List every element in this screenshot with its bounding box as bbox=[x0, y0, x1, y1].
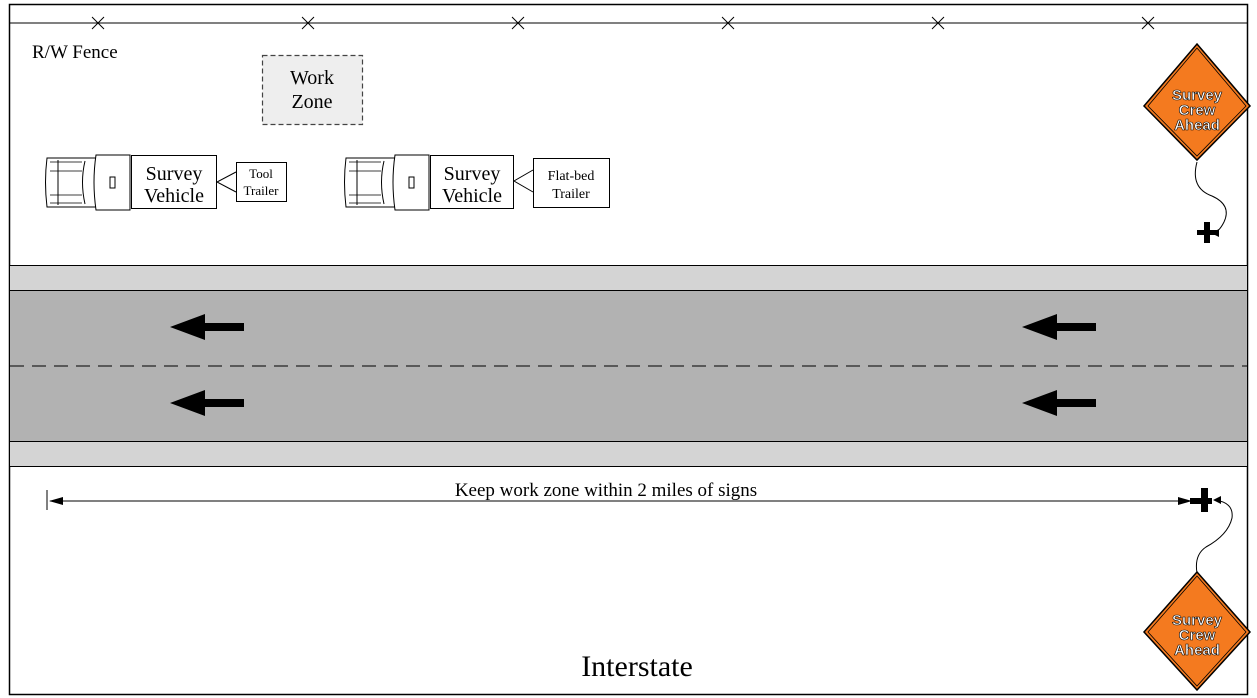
row-fence bbox=[10, 16, 1247, 30]
sign-line3: Ahead bbox=[1174, 642, 1220, 659]
shoulder-top bbox=[10, 265, 1247, 290]
road-name: Interstate bbox=[581, 650, 693, 683]
shoulder-bottom bbox=[10, 442, 1247, 466]
trailer-label-line1: Flat-bed bbox=[548, 169, 595, 184]
fence-post-x bbox=[91, 16, 1155, 30]
survey-crew-ahead-sign-top: Survey Crew Ahead bbox=[1142, 42, 1252, 243]
trailer-hitch bbox=[513, 169, 534, 193]
vehicle-label-line2: Vehicle bbox=[144, 185, 204, 207]
distance-note: Keep work zone within 2 miles of signs bbox=[455, 480, 757, 501]
sign-line1: Survey bbox=[1172, 612, 1223, 629]
distance-dimension bbox=[46, 488, 1212, 512]
vehicle-label-line1: Survey bbox=[146, 163, 203, 185]
trailer-label-line1: Tool bbox=[249, 166, 273, 181]
dimension-arrow-left-icon bbox=[49, 497, 63, 505]
sign-line2: Crew bbox=[1179, 627, 1216, 644]
survey-vehicle-1: Survey Vehicle Tool Trailer bbox=[45, 154, 287, 211]
vehicle-label-line2: Vehicle bbox=[442, 185, 502, 207]
sign-post-marker-icon bbox=[1190, 488, 1212, 512]
left-arrow-icon bbox=[170, 390, 244, 416]
left-arrow-icon bbox=[1022, 314, 1096, 340]
diamond-sign-icon bbox=[1142, 42, 1252, 162]
vehicle-label-line1: Survey bbox=[444, 163, 501, 185]
roadway bbox=[10, 265, 1247, 467]
sign-line2: Crew bbox=[1179, 102, 1216, 119]
survey-vehicle-2: Survey Vehicle Flat-bed Trailer bbox=[344, 154, 610, 211]
sign-line1: Survey bbox=[1172, 87, 1223, 104]
vehicle-body bbox=[131, 155, 217, 209]
traffic-arrows bbox=[170, 314, 1096, 416]
trailer-label-line2: Trailer bbox=[244, 183, 280, 198]
sign-post-marker-icon bbox=[1197, 222, 1217, 243]
survey-crew-ahead-sign-bottom: Survey Crew Ahead bbox=[1142, 496, 1252, 692]
work-zone-label-line1: Work bbox=[290, 67, 334, 89]
trailer-box bbox=[533, 158, 610, 208]
sign-leader-line bbox=[1195, 499, 1233, 574]
truck-cab-icon bbox=[344, 154, 430, 211]
trailer-label-line2: Trailer bbox=[552, 187, 590, 202]
diamond-sign-icon bbox=[1142, 570, 1252, 692]
vehicle-body bbox=[430, 155, 514, 209]
dimension-arrow-right-icon bbox=[1178, 497, 1192, 505]
work-zone-label-line2: Zone bbox=[291, 91, 332, 113]
left-arrow-icon bbox=[1022, 390, 1096, 416]
truck-cab-icon bbox=[45, 154, 131, 211]
sign-line3: Ahead bbox=[1174, 117, 1220, 134]
work-zone-box bbox=[261, 54, 364, 126]
fence-label: R/W Fence bbox=[32, 42, 118, 63]
trailer-box bbox=[236, 162, 287, 202]
trailer-hitch bbox=[215, 171, 237, 193]
left-arrow-icon bbox=[170, 314, 244, 340]
leader-arrowhead-icon bbox=[1213, 496, 1221, 504]
